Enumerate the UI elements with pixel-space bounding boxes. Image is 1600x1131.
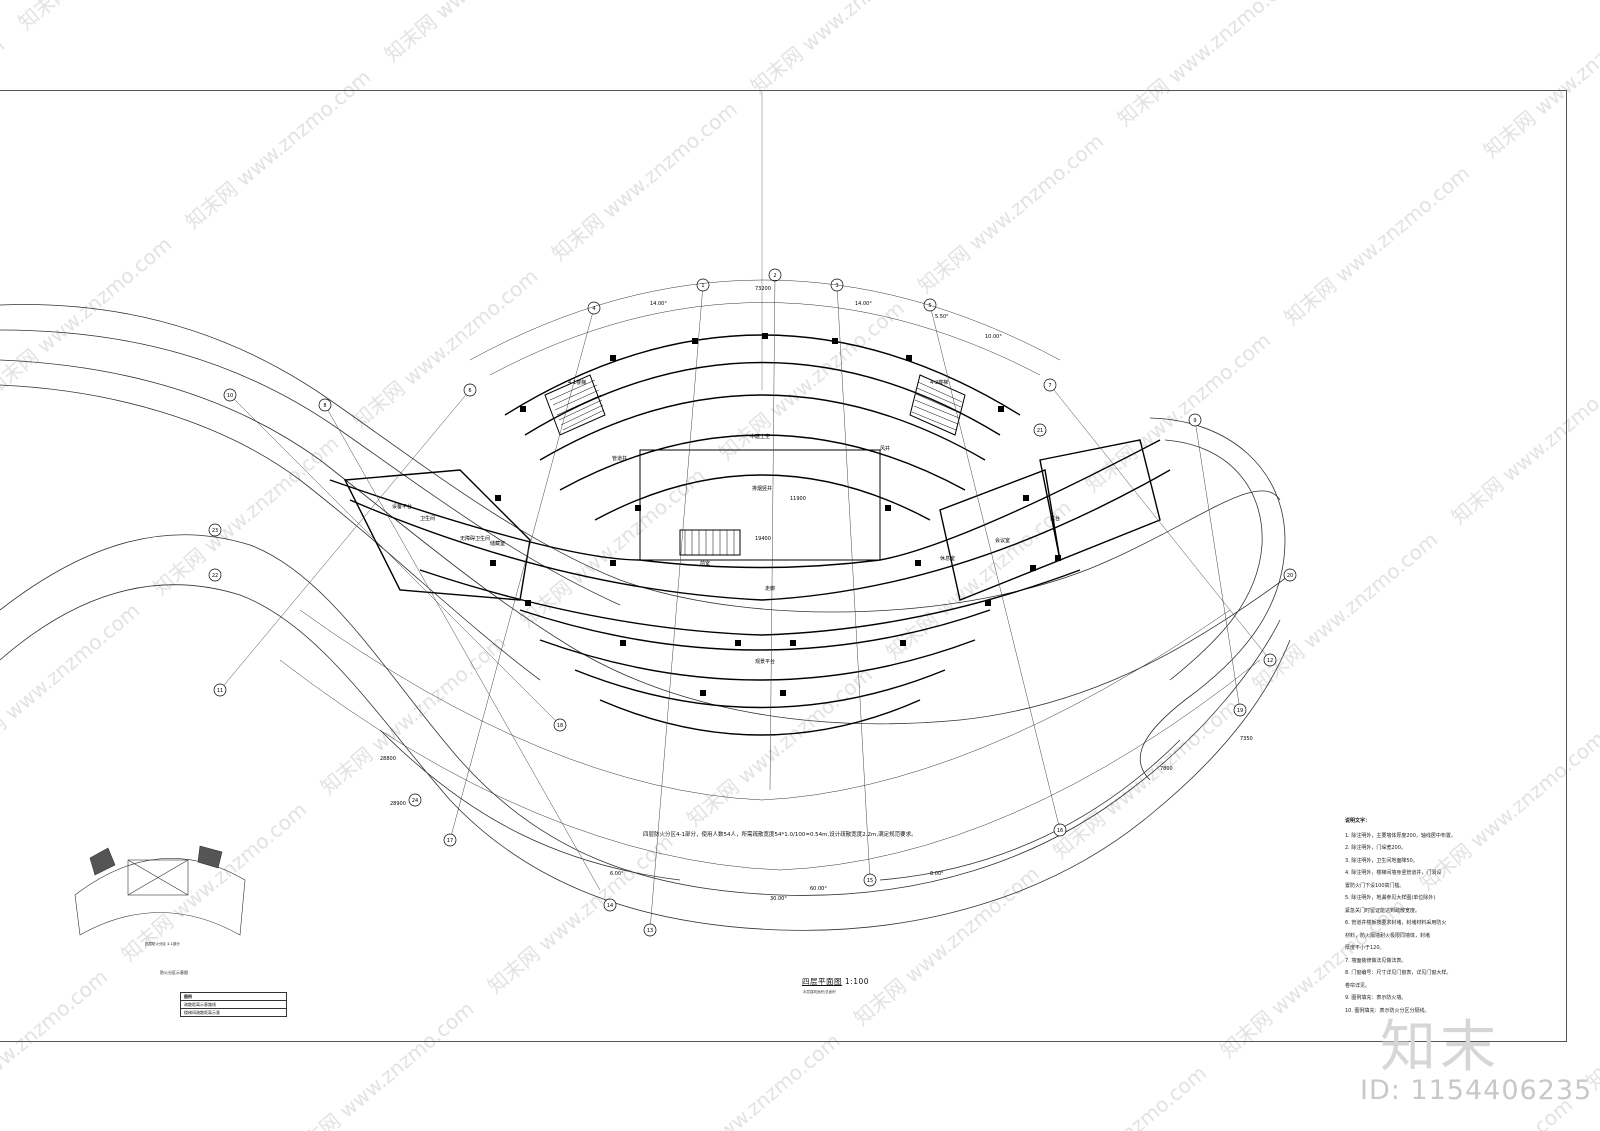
legend-item: 楼梯间疏散距离示意 bbox=[181, 1008, 286, 1016]
legend-header: 图例 bbox=[184, 994, 192, 999]
note-line: 2. 除注明外，门垛宽200。 bbox=[1345, 845, 1406, 851]
dimension-label: 14.00° bbox=[650, 301, 667, 307]
axis-number: 18 bbox=[557, 723, 563, 729]
room-label: 中庭上空 bbox=[750, 433, 770, 440]
axis-number: 17 bbox=[447, 838, 453, 844]
room-label: 无障碍卫生间 bbox=[460, 535, 490, 542]
stair-central bbox=[679, 529, 741, 556]
legend-table: 图例 疏散距离示意路线 楼梯间疏散距离示意 bbox=[180, 992, 287, 1017]
room-label: 卫生间 bbox=[420, 515, 435, 522]
axis-number: 20 bbox=[1287, 573, 1293, 579]
note-line: 4. 除注明外，楼梯间墙身竖管道井，门洞设 bbox=[1345, 870, 1442, 876]
axis-number: 24 bbox=[412, 798, 418, 804]
axis-number: 2 bbox=[773, 273, 776, 279]
axis-number: 3 bbox=[835, 283, 838, 289]
plan-title: 四层平面图 1:100 bbox=[802, 976, 869, 987]
note-line: 5. 除注明外，地漏参见大样图(单位除外) bbox=[1345, 895, 1436, 901]
drawing-border bbox=[0, 90, 1567, 1042]
legend-item: 疏散距离示意路线 bbox=[181, 1000, 286, 1008]
key-plan-caption: 防火分区示意图 bbox=[160, 970, 188, 975]
room-label: 观景平台 bbox=[755, 658, 775, 665]
stair-4-1 bbox=[544, 374, 606, 436]
dimension-label: 14.00° bbox=[855, 301, 872, 307]
note-line: 8. 门窗编号：尺寸详见门窗表，详见门窗大样。 bbox=[1345, 970, 1452, 976]
dimension-label: 8.00° bbox=[930, 871, 944, 877]
dimension-label: 6.00° bbox=[610, 871, 624, 877]
note-line: 7. 墙面装修做法见做法表。 bbox=[1345, 957, 1407, 964]
room-label: 设备平台 bbox=[392, 503, 412, 510]
fire-evacuation-note: 四层防火分区4-1部分，使用人数54人，所需疏散宽度54*1.0/100=0.5… bbox=[643, 832, 917, 838]
axis-number: 4 bbox=[592, 306, 595, 312]
room-label: 管道井 bbox=[612, 455, 627, 462]
site-curves bbox=[0, 304, 1291, 931]
dimension-label: 7350 bbox=[1240, 736, 1253, 742]
axis-number: 14 bbox=[607, 903, 613, 909]
plan-scale: 1:100 bbox=[844, 977, 870, 986]
structural-columns bbox=[490, 333, 1061, 696]
stair-4-2 bbox=[909, 374, 966, 436]
dimension-label: 7800 bbox=[1160, 766, 1173, 772]
note-line: 置防火门下设100高门槛。 bbox=[1345, 882, 1405, 889]
note-line: 1. 除注明外，主要墙体厚度200，轴线居中布置。 bbox=[1345, 832, 1456, 839]
axis-number: 23 bbox=[212, 528, 218, 534]
note-line: 3. 除注明外，卫生间地面降50。 bbox=[1345, 857, 1418, 864]
dimension-label: 60.00° bbox=[810, 886, 827, 892]
room-label: 会议室 bbox=[995, 537, 1010, 544]
axis-number: 11 bbox=[217, 688, 223, 694]
note-line: 10. 图例填充：表示防火分区分隔线。 bbox=[1345, 1007, 1430, 1014]
axis-number: 16 bbox=[1057, 828, 1063, 834]
notes-title: 说明文字： bbox=[1345, 818, 1371, 824]
note-line: 材料，防火隔墙耐火极限同墙体，封堵 bbox=[1345, 932, 1431, 939]
axis-number: 19 bbox=[1237, 708, 1243, 714]
axis-number: 12 bbox=[1267, 658, 1273, 664]
axis-bubbles bbox=[208, 268, 1297, 937]
room-label: 4-1楼梯 bbox=[568, 379, 586, 386]
axis-number: 6 bbox=[468, 388, 471, 394]
axis-number: 7 bbox=[1048, 383, 1051, 389]
dimension-label: 10.00° bbox=[985, 334, 1002, 340]
dimension-label: 73200 bbox=[755, 286, 771, 292]
plan-subtitle: 本层建筑面积/总面积 bbox=[803, 990, 836, 994]
room-label: 前室 bbox=[700, 560, 710, 567]
note-line: 厚度不小于120。 bbox=[1345, 945, 1385, 951]
note-line: 6. 管道井楼板按要求封堵，封堵材料采用防火 bbox=[1345, 920, 1447, 926]
key-plan-inset bbox=[74, 845, 246, 936]
dimension-label: 5.50° bbox=[935, 314, 949, 320]
design-notes: 说明文字： 1. 除注明外，主要墙体厚度200，轴线居中布置。 2. 除注明外，… bbox=[1345, 815, 1550, 1017]
dimension-label: 30.00° bbox=[770, 896, 787, 902]
dimension-label: 28800 bbox=[380, 756, 396, 762]
room-label: 储藏室 bbox=[490, 540, 505, 547]
inset-caption: 四层防火分区 4-1部分 bbox=[145, 942, 180, 946]
axis-number: 13 bbox=[647, 928, 653, 934]
note-line: 9. 图例填充：表示防火墙。 bbox=[1345, 995, 1407, 1001]
dimension-label: 11900 bbox=[790, 496, 806, 502]
note-line: 卷帘详见。 bbox=[1345, 982, 1371, 989]
axis-number: 10 bbox=[227, 393, 233, 399]
note-line: 紧急关门时留证能达到疏散宽度。 bbox=[1345, 907, 1421, 914]
watermark-id: ID: 1154406235 bbox=[1360, 1075, 1593, 1106]
axis-number: 9 bbox=[1193, 418, 1196, 424]
watermark-brand-logo: 知末 bbox=[1380, 1015, 1500, 1080]
axis-number: 22 bbox=[212, 573, 218, 579]
room-label: 排烟竖井 bbox=[752, 485, 772, 492]
room-label: 风井 bbox=[880, 445, 890, 452]
room-label: 露台 bbox=[1050, 515, 1060, 522]
axis-number: 5 bbox=[928, 303, 931, 309]
axis-number: 8 bbox=[323, 403, 326, 409]
room-label: 休息室 bbox=[940, 555, 955, 562]
plan-title-text: 四层平面图 bbox=[802, 977, 842, 986]
axis-number: 21 bbox=[1037, 428, 1043, 434]
axis-number: 15 bbox=[867, 878, 873, 884]
radial-axis-lines bbox=[219, 274, 1271, 931]
building-walls bbox=[329, 334, 1171, 736]
dimension-label: 28900 bbox=[390, 801, 406, 807]
dimension-label: 19400 bbox=[755, 536, 771, 542]
dimension-arcs bbox=[279, 279, 1261, 871]
axis-number: 1 bbox=[701, 283, 704, 289]
room-label: 走廊 bbox=[765, 585, 775, 592]
room-label: 4-2楼梯 bbox=[930, 379, 948, 386]
